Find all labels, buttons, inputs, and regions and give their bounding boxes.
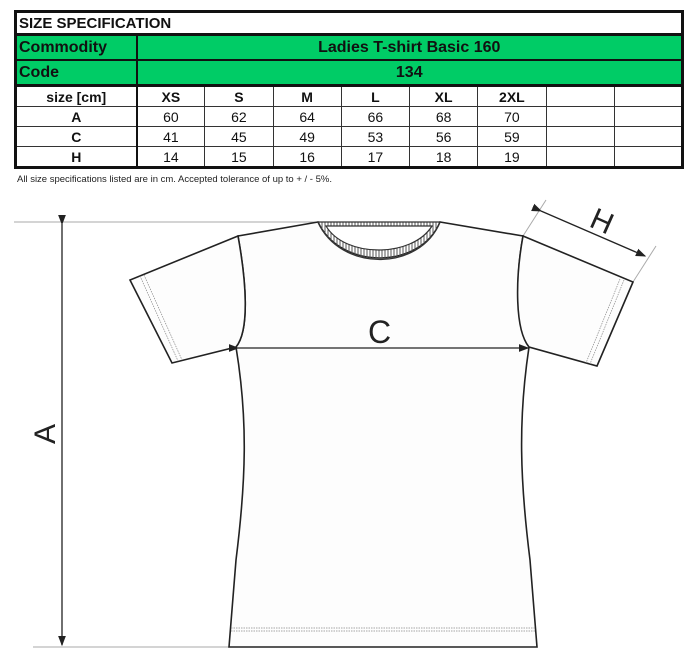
code-value: 134 <box>135 59 684 87</box>
label-h: H <box>585 202 618 241</box>
hem-stitching <box>139 274 625 632</box>
table-title: SIZE SPECIFICATION <box>15 11 684 36</box>
tolerance-note: All size specifications listed are in cm… <box>17 174 332 185</box>
table-cell: 17 <box>340 146 411 168</box>
table-cell: 14 <box>135 146 206 168</box>
measure-h-arrow <box>531 203 647 257</box>
table-cell: 70 <box>477 106 547 127</box>
table-cell: 53 <box>340 126 411 147</box>
table-cell: 64 <box>272 106 342 127</box>
table-cell: 16 <box>272 146 342 168</box>
size-header: size [cm] <box>15 84 138 107</box>
table-cell: 15 <box>204 146 274 168</box>
size-col-header: XS <box>135 84 206 107</box>
collar-rib <box>317 221 441 261</box>
table-cell <box>613 146 684 168</box>
tshirt-body <box>228 221 538 648</box>
row-label: H <box>15 146 138 168</box>
label-c: C <box>368 314 391 350</box>
table-cell: 19 <box>477 146 547 168</box>
label-a: A <box>29 424 62 444</box>
left-sleeve <box>128 234 247 364</box>
code-label: Code <box>14 59 138 87</box>
table-cell: 49 <box>272 126 342 147</box>
right-sleeve <box>516 234 635 367</box>
